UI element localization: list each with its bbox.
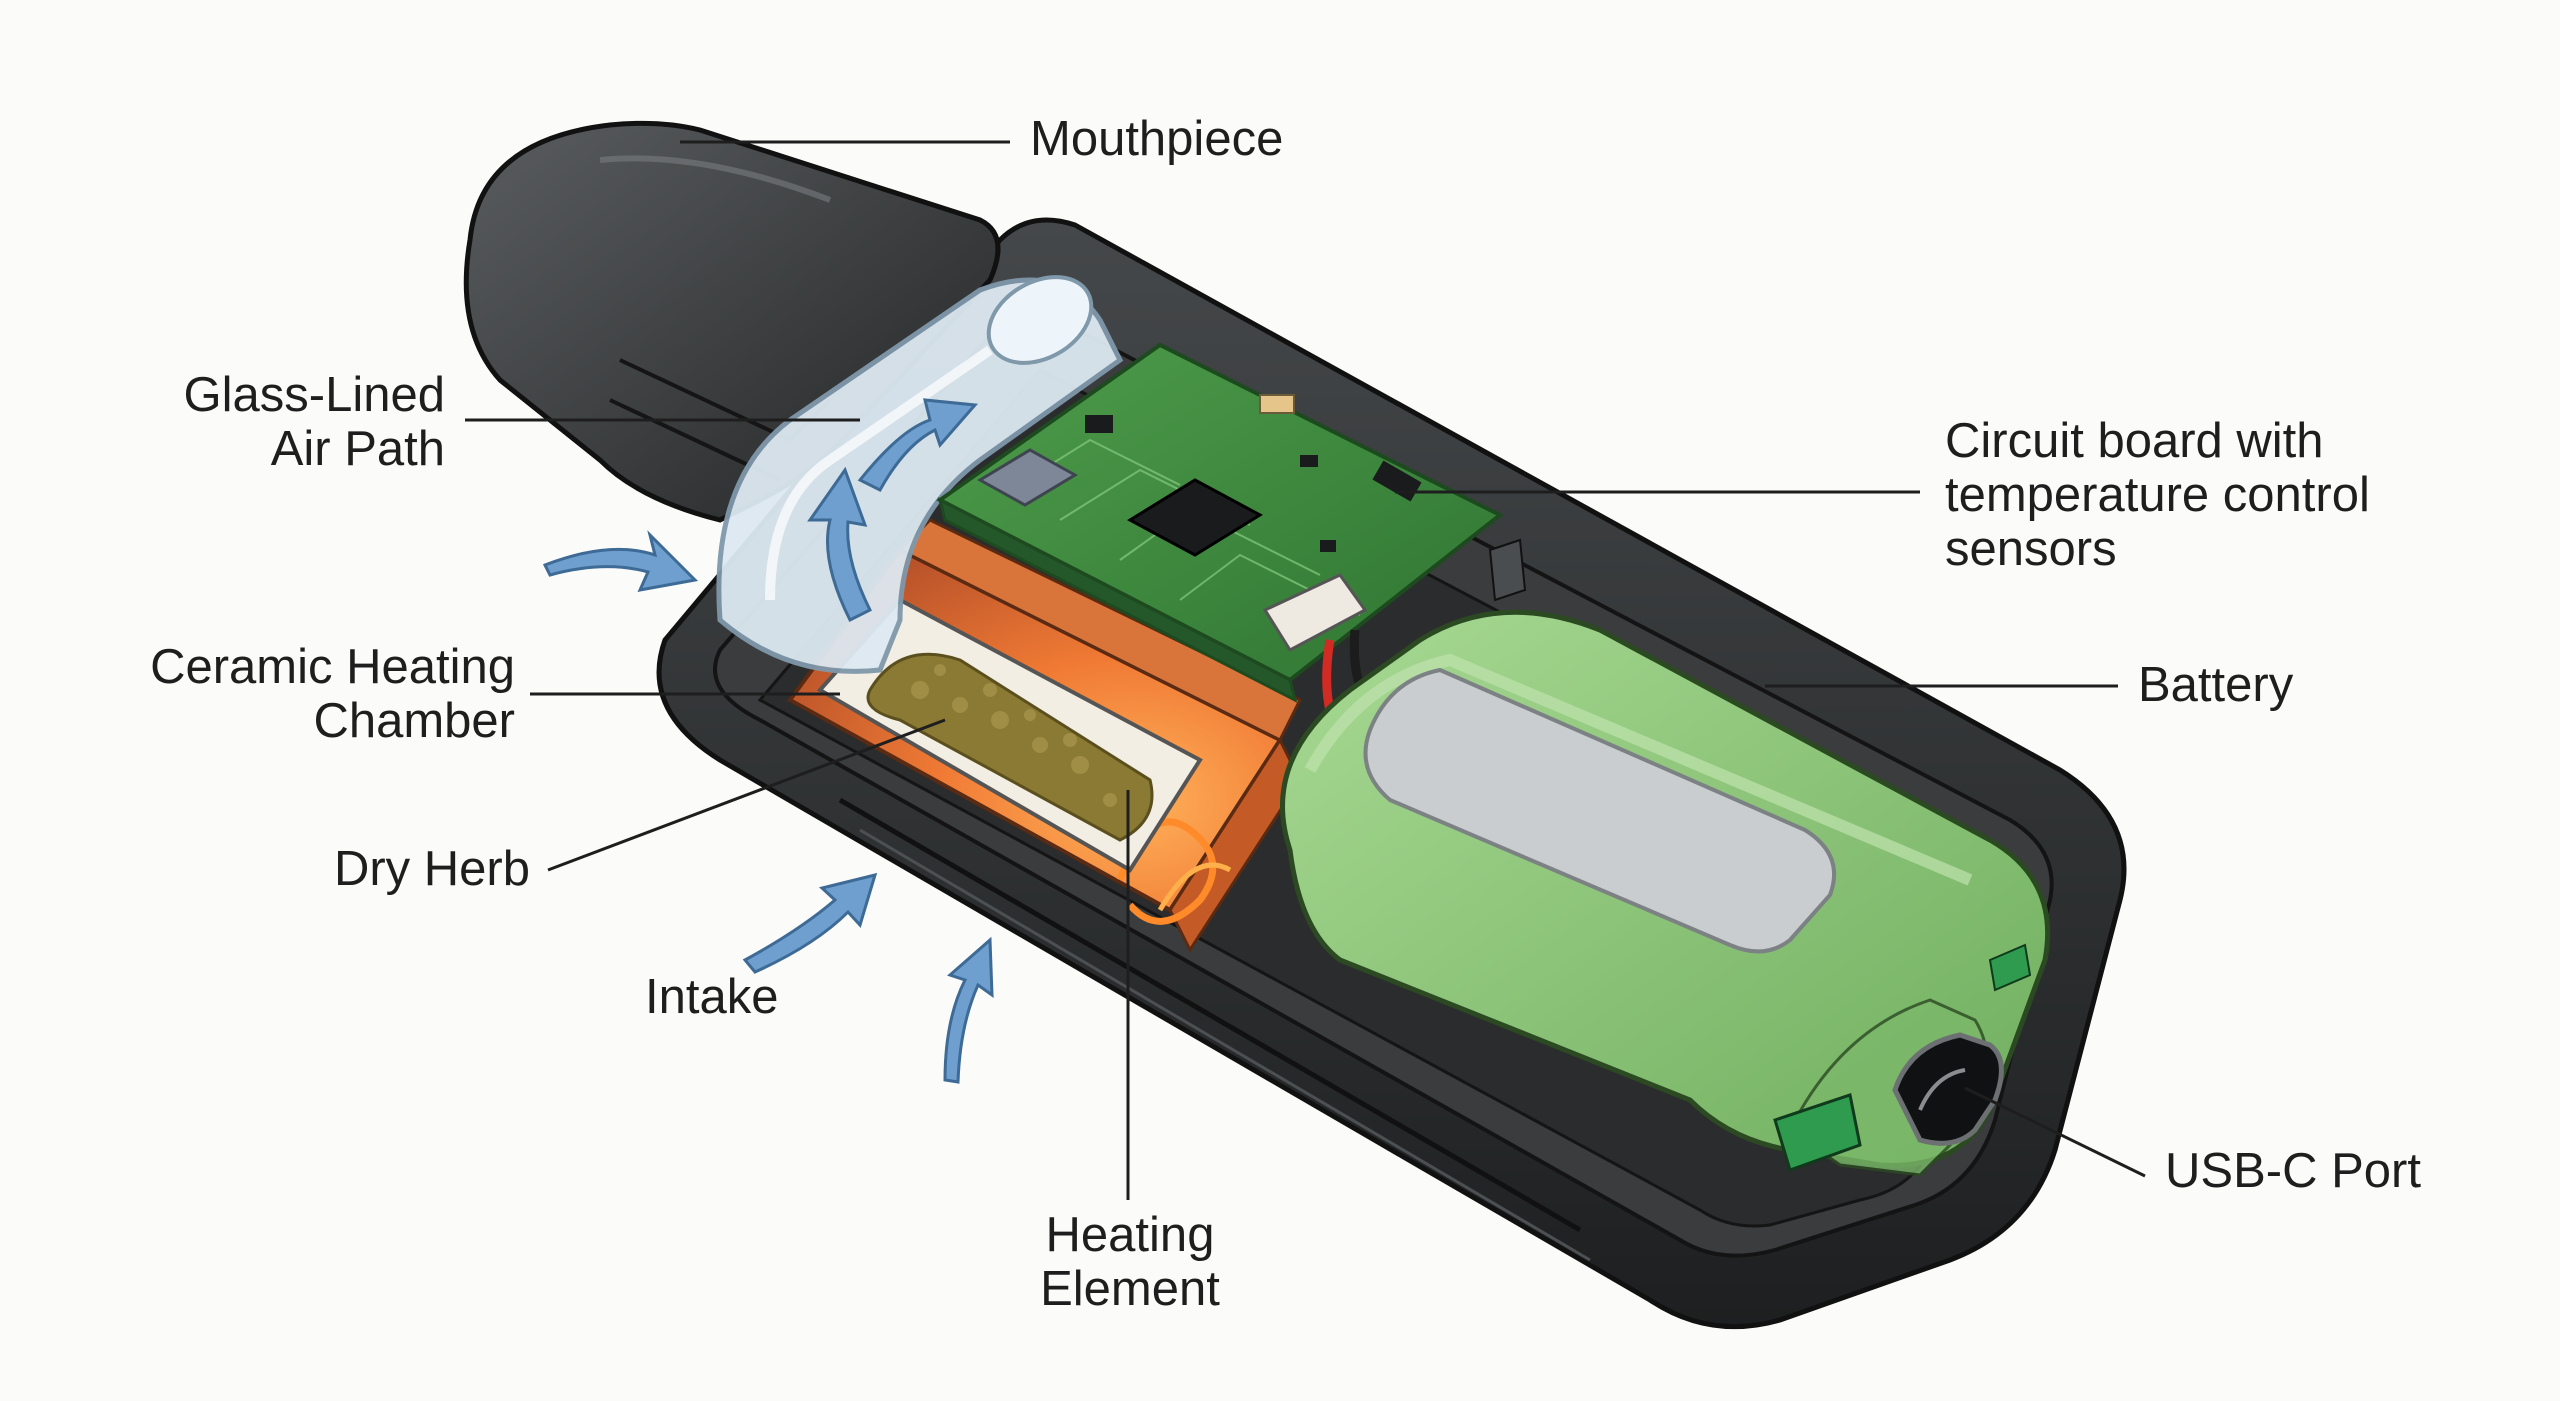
label-heating-line1: Heating bbox=[1045, 1208, 1215, 1262]
leader-dry-herb bbox=[547, 718, 946, 872]
usb-c-port bbox=[1892, 1032, 2004, 1146]
label-mouthpiece-text: Mouthpiece bbox=[1030, 112, 1284, 166]
circuit-board bbox=[936, 342, 1527, 743]
intake-arrow-bottom bbox=[742, 872, 878, 974]
label-dry-herb-text: Dry Herb bbox=[333, 842, 530, 896]
label-usb-c-text: USB-C Port bbox=[2165, 1144, 2421, 1198]
label-dry-herb: Dry Herb bbox=[250, 842, 530, 896]
label-circuit-line1: Circuit board with bbox=[1945, 414, 2324, 468]
label-intake-text: Intake bbox=[645, 970, 779, 1024]
glass-air-path bbox=[716, 275, 1124, 674]
label-glass-lined-air-path: Glass-Lined Air Path bbox=[150, 368, 445, 476]
label-chamber-line2: Chamber bbox=[313, 694, 515, 748]
dry-herb-fill bbox=[866, 652, 1154, 842]
label-heating-line2: Element bbox=[1040, 1262, 1220, 1316]
side-button bbox=[1988, 943, 2032, 992]
side-led-strip bbox=[1773, 1093, 1862, 1172]
label-circuit-line2: temperature control bbox=[1945, 468, 2370, 522]
label-circuit-board: Circuit board with temperature control s… bbox=[1945, 414, 2370, 576]
label-heating-element: Heating Element bbox=[1000, 1208, 1260, 1316]
label-intake: Intake bbox=[645, 970, 778, 1024]
intake-arrow-left bbox=[542, 530, 699, 592]
ceramic-chamber bbox=[816, 597, 1203, 873]
label-circuit-line3: sensors bbox=[1945, 522, 2117, 576]
leader-usb bbox=[1964, 1086, 2146, 1178]
label-battery-text: Battery bbox=[2138, 658, 2294, 712]
label-usb-c-port: USB-C Port bbox=[2165, 1144, 2421, 1198]
label-chamber-line1: Ceramic Heating bbox=[150, 640, 515, 694]
label-glass-lined-line2: Air Path bbox=[270, 422, 445, 476]
label-battery: Battery bbox=[2138, 658, 2293, 712]
intake-arrow-bottom-2 bbox=[943, 936, 994, 1084]
leader-lines bbox=[465, 140, 2146, 1200]
label-ceramic-heating-chamber: Ceramic Heating Chamber bbox=[90, 640, 515, 748]
label-glass-lined-line1: Glass-Lined bbox=[183, 368, 445, 422]
airflow-arrows bbox=[542, 398, 994, 1084]
label-mouthpiece: Mouthpiece bbox=[1030, 112, 1283, 166]
